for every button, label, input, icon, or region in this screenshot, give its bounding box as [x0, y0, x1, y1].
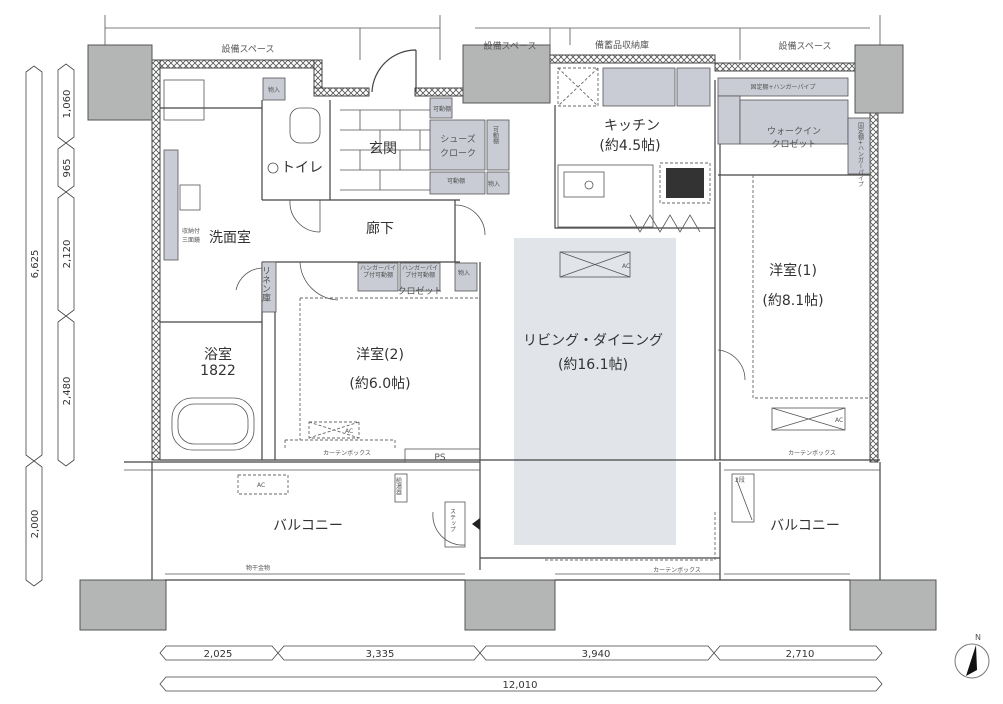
svg-text:N: N — [975, 633, 981, 642]
balcony-left-label: バルコニー — [273, 518, 343, 534]
dim-left-965: 965 — [62, 158, 73, 177]
kitchen-name: キッチン — [604, 118, 660, 134]
interior-walls — [124, 80, 881, 581]
walkin-side-shelf-label: 固定棚+ハンガーパイプ — [857, 122, 864, 187]
shoe-cloak-line2: クローク — [440, 148, 476, 159]
ac-label-3: AC — [345, 428, 353, 435]
north-compass-icon: N — [954, 633, 990, 679]
dim-bottom-2710: 2,710 — [786, 649, 815, 660]
mirror-cabinet-line1: 収納付 — [182, 227, 200, 235]
step-label: ステップ — [449, 508, 456, 532]
storage-blocks — [163, 67, 871, 313]
mirror-cabinet-line2: 三面鏡 — [182, 236, 200, 244]
curtain-box-label-1: カーテンボックス — [323, 449, 371, 457]
bath-name: 浴室 — [204, 346, 232, 363]
dim-left-6625: 6,625 — [30, 250, 41, 279]
curtain-box-label-2: カーテンボックス — [653, 566, 701, 574]
water-heater-label: 給湯器 — [395, 476, 402, 496]
dim-bottom-3335: 3,335 — [366, 649, 395, 660]
top-equipment-area — [104, 15, 881, 60]
bath-size: 1822 — [200, 363, 236, 379]
entrance-floor-tiles — [340, 109, 430, 191]
western-room-2-name: 洋室(2) — [356, 346, 404, 363]
two-step-label: 2段 — [735, 476, 745, 484]
bottom-dimensions — [159, 645, 883, 692]
entrance-label: 玄関 — [369, 140, 397, 157]
emergency-storage-label: 備蓄品収納庫 — [595, 39, 649, 51]
pillars — [79, 44, 937, 631]
walkin-shelf-label: 固定棚+ハンガーパイプ — [751, 83, 816, 91]
living-highlight — [514, 238, 676, 545]
dim-left-2000: 2,000 — [30, 510, 41, 539]
doors[interactable] — [235, 199, 746, 381]
kitchen-size: (約4.5帖) — [599, 138, 660, 154]
movable-shelf-label-3: 可動棚 — [492, 126, 499, 145]
ac-units — [237, 251, 846, 495]
fixtures — [163, 67, 870, 561]
dim-left-1060: 1,060 — [62, 90, 73, 119]
hanger-shelf-label-2: ハンガーパイプ付可動棚 — [402, 265, 438, 279]
ac-label-2: AC — [835, 417, 843, 424]
balcony-right-label: バルコニー — [770, 518, 840, 534]
western-room-1-size: (約8.1帖) — [762, 293, 823, 309]
storage-label-2: 物入 — [488, 180, 500, 188]
ps-label: PS — [434, 453, 445, 463]
dim-left-2120: 2,120 — [62, 240, 73, 269]
movable-shelf-label-2: 可動棚 — [447, 177, 465, 185]
equipment-space-label-3: 設備スペース — [779, 40, 832, 52]
living-dining-size: (約16.1帖) — [558, 357, 628, 373]
drying-hardware-label: 物干金物 — [246, 564, 270, 572]
shoe-cloak-line1: シューズ — [440, 133, 476, 145]
storage-label-1: 物入 — [268, 86, 280, 94]
dim-left-2480: 2,480 — [62, 377, 73, 406]
living-dining-name: リビング・ダイニング — [523, 333, 663, 349]
curtain-box-label-3: カーテンボックス — [788, 449, 836, 457]
left-dimensions — [25, 63, 75, 587]
toilet-label: トイレ — [281, 160, 323, 176]
walkin-closet-line1: ウォークイン — [767, 126, 821, 137]
entrance-door[interactable] — [371, 49, 417, 93]
dim-bottom-3940: 3,940 — [582, 649, 611, 660]
equipment-space-label-1: 設備スペース — [222, 43, 275, 55]
hanger-shelf-label-1: ハンガーパイプ付可動棚 — [360, 265, 396, 279]
equipment-space-label-2: 設備スペース — [484, 40, 537, 52]
movable-shelf-label-1: 可動棚 — [433, 105, 451, 113]
washroom-label: 洗面室 — [209, 229, 251, 246]
linen-storage-label: リネン庫 — [260, 266, 271, 303]
dim-total-width: 12,010 — [503, 680, 538, 691]
western-room-2-size: (約6.0帖) — [349, 376, 410, 392]
closet-label: クロゼット — [397, 285, 442, 297]
storage-label-3: 物入 — [458, 269, 470, 277]
hallway-label: 廊下 — [366, 220, 394, 237]
western-room-1-name: 洋室(1) — [769, 262, 817, 279]
dim-bottom-2025: 2,025 — [204, 649, 233, 660]
walkin-closet-line2: クロゼット — [771, 138, 816, 150]
ac-label-4: AC — [257, 482, 265, 489]
ac-label-1: AC — [622, 263, 630, 270]
